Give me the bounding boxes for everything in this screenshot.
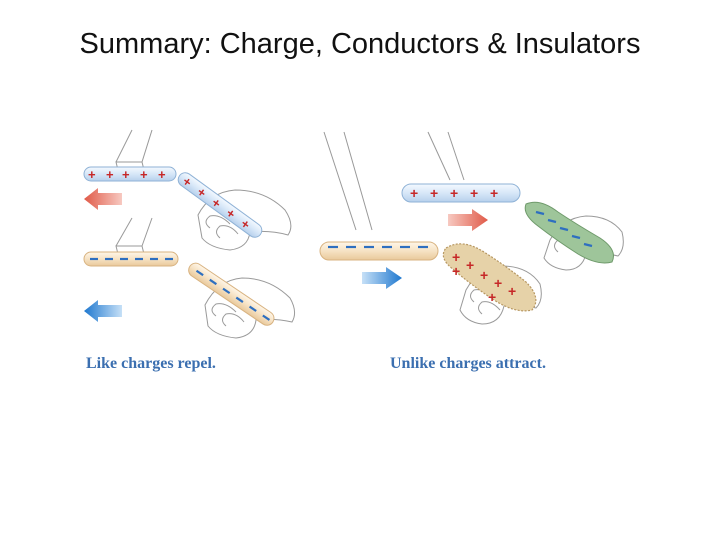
glass-rod-suspended-top: + + + + + [83, 166, 177, 182]
svg-text:+: + [410, 185, 418, 201]
plastic-rod-held-bottom [188, 262, 275, 326]
svg-text:+: + [430, 185, 438, 201]
svg-text:+: + [508, 283, 516, 299]
fur-icon: ++ ++ ++ + [442, 243, 537, 312]
glass-rod-suspended: + + + + + [401, 183, 521, 203]
slide-title: Summary: Charge, Conductors & Insulators [79, 28, 641, 60]
svg-text:+: + [452, 263, 460, 279]
svg-text:+: + [88, 167, 96, 182]
svg-text:+: + [466, 257, 474, 273]
svg-text:+: + [470, 185, 478, 201]
svg-text:+: + [140, 167, 148, 182]
plastic-rod-suspended-bottom [83, 251, 179, 267]
attract-arrow-red [448, 209, 488, 231]
svg-text:+: + [106, 167, 114, 182]
svg-text:+: + [494, 275, 502, 291]
svg-text:+: + [488, 289, 496, 305]
svg-text:+: + [490, 185, 498, 201]
thread-icon [427, 131, 465, 181]
svg-text:+: + [452, 249, 460, 265]
charge-illustration: +++ ++ +++ ++ [83, 129, 624, 339]
thread-icon [323, 131, 373, 231]
caption-unlike-charges: Unlike charges attract. [390, 355, 546, 372]
glass-rod-held-top: +++ ++ [177, 172, 263, 238]
svg-text:+: + [158, 167, 166, 182]
svg-text:+: + [450, 185, 458, 201]
plastic-rod-suspended [319, 241, 439, 261]
svg-text:+: + [480, 267, 488, 283]
repel-arrow-red [84, 188, 122, 210]
thread-icon [115, 217, 153, 255]
thread-icon [115, 129, 153, 171]
silk-icon [524, 201, 614, 264]
caption-like-charges: Like charges repel. [86, 355, 216, 372]
attract-arrow-blue [362, 267, 402, 289]
svg-text:+: + [122, 167, 130, 182]
charge-figure: +++ ++ +++ ++ [70, 120, 660, 380]
repel-arrow-blue [84, 300, 122, 322]
